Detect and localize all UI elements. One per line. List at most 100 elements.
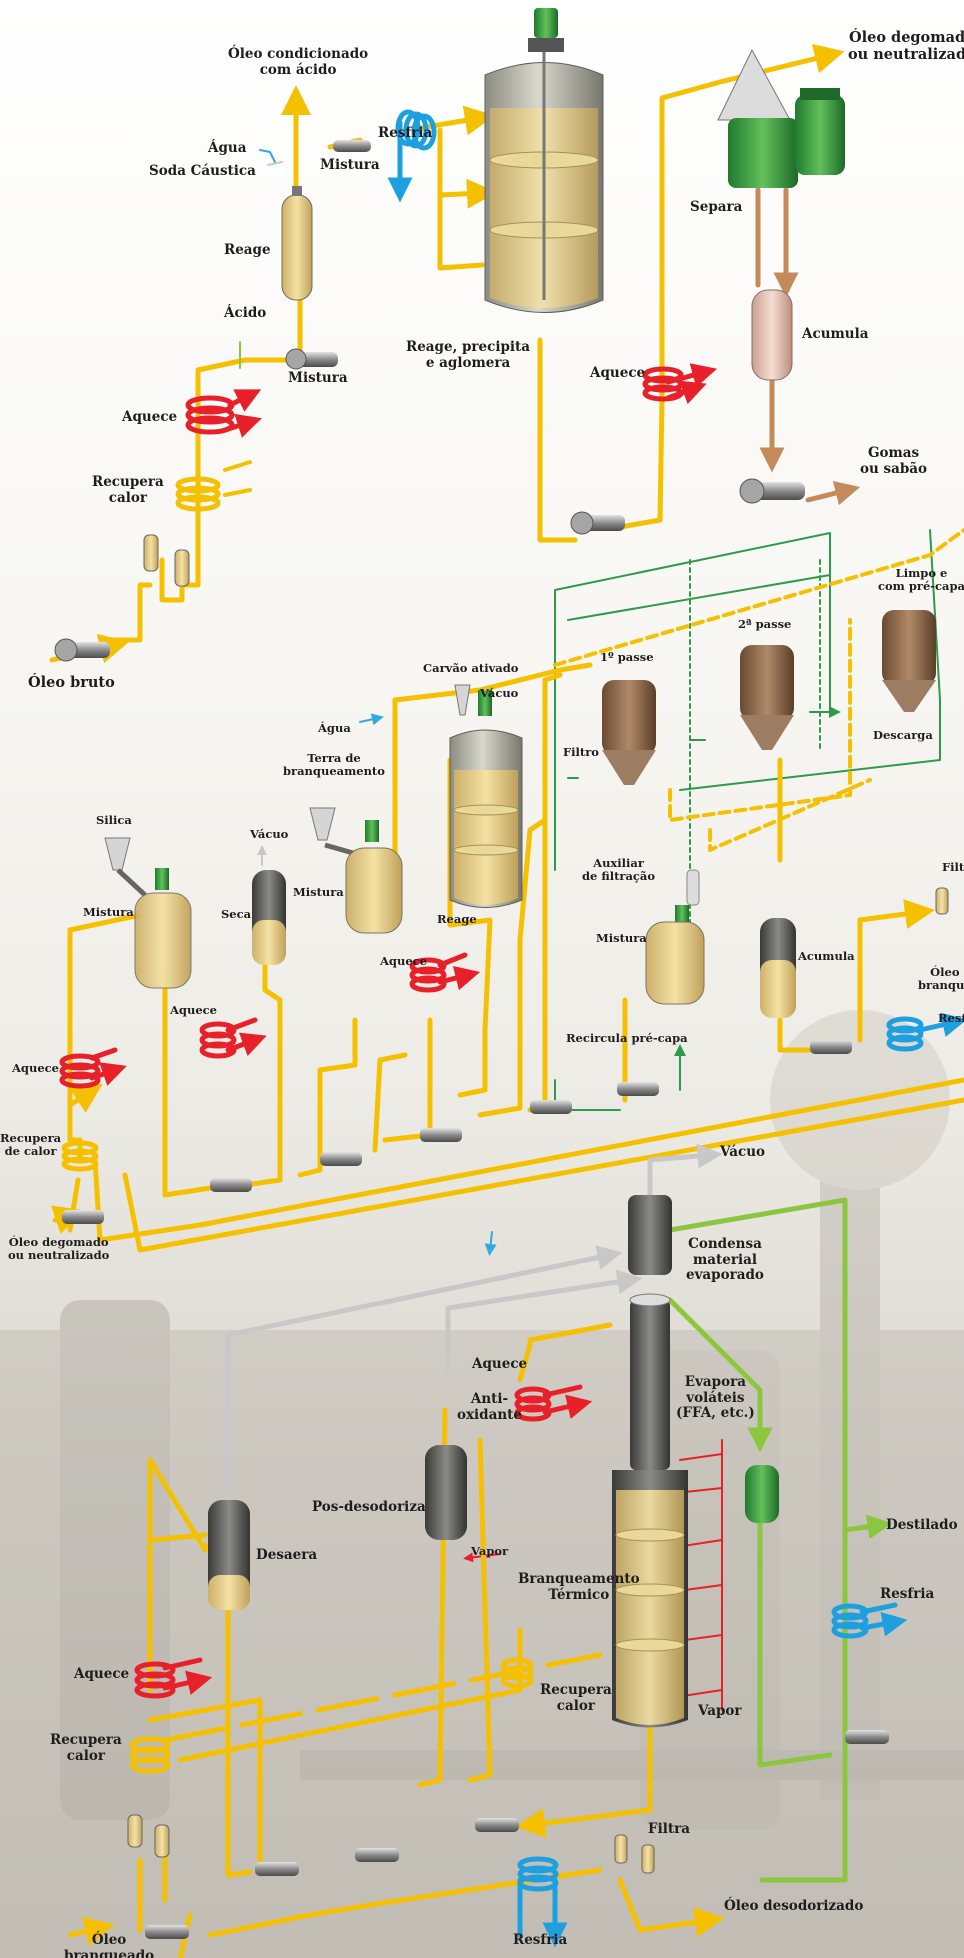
- pump-icon: [54, 638, 110, 662]
- reactor-tank-icon: [484, 8, 604, 313]
- label-passe2: 2ª passe: [738, 617, 792, 631]
- label-mistura-aux: Mistura: [596, 931, 647, 945]
- label-vacuo-seca: Vácuo: [250, 827, 289, 841]
- label-recupera-mid: Recupera calor: [540, 1682, 612, 1714]
- label-oleo-in-bleach: Óleo degomado ou neutralizado: [8, 1235, 110, 1263]
- tank-icon: [751, 289, 793, 381]
- pump-icon: [62, 1210, 104, 1224]
- mixer-icon: [104, 837, 192, 989]
- cooler-coil-icon: [517, 1856, 559, 1892]
- label-mistura-terra: Mistura: [293, 885, 344, 899]
- label-agua: Água: [208, 140, 247, 156]
- label-oleo-in-deod: Óleo branqueado: [64, 1932, 155, 1958]
- label-gomas: Gomas ou sabão: [860, 445, 928, 477]
- label-oleo-degomado-out: Óleo degomado ou neutralizado: [848, 29, 964, 63]
- label-separa: Separa: [690, 199, 743, 215]
- cooler-coil-icon: [831, 1603, 869, 1639]
- cooler-coil-icon: [886, 1016, 924, 1052]
- heat-recovery-icon: [61, 1140, 99, 1172]
- label-mistura-silica: Mistura: [83, 905, 134, 919]
- pump-icon: [617, 1082, 659, 1096]
- heater-coil-icon: [185, 395, 235, 435]
- label-descarga: Descarga: [873, 728, 933, 742]
- heat-recovery-icon: [175, 476, 221, 512]
- label-oleo-desodorizado: Óleo desodorizado: [724, 1898, 864, 1914]
- label-carvao: Carvão ativado: [423, 661, 519, 675]
- label-resfria-right: Resfria: [880, 1586, 935, 1602]
- label-mistura-low: Mistura: [288, 370, 348, 386]
- label-aquece-left: Aquece: [74, 1666, 130, 1682]
- pump-icon: [570, 511, 625, 535]
- label-reage-bleach: Reage: [437, 912, 477, 926]
- label-vacuo-top: Vácuo: [480, 686, 519, 700]
- tank-icon: [281, 186, 313, 301]
- pump-icon: [355, 1848, 399, 1862]
- label-recircula: Recircula pré-capa: [566, 1031, 688, 1045]
- label-filtra-edge: Filtr: [942, 860, 964, 874]
- label-aquece-top: Aquece: [472, 1356, 528, 1372]
- pump-icon: [530, 1100, 572, 1114]
- label-aquece-1: Aquece: [170, 1003, 217, 1017]
- label-vapor-col: Vapor: [698, 1703, 742, 1719]
- label-seca: Seca: [221, 907, 252, 921]
- heater-coil-icon: [642, 366, 684, 402]
- filter-icon: [740, 645, 794, 750]
- label-vacuo: Vácuo: [720, 1144, 766, 1160]
- label-aquece: Aquece: [122, 409, 178, 425]
- mixer-icon: [309, 807, 403, 934]
- tank-icon: [760, 918, 796, 1018]
- pump-icon: [320, 1152, 362, 1166]
- label-aquece-2: Aquece: [380, 954, 427, 968]
- label-aquece-3: Aquece: [12, 1061, 59, 1075]
- label-reage-precipita: Reage, precipita e aglomera: [406, 339, 531, 371]
- heater-coil-icon: [514, 1386, 552, 1422]
- tank-icon: [425, 1445, 467, 1540]
- label-resfria-edge: Resf: [938, 1011, 964, 1025]
- heat-recovery-icon: [129, 1736, 171, 1774]
- heater-coil-icon: [199, 1021, 237, 1059]
- label-condensa: Condensa material evaporado: [686, 1236, 764, 1284]
- filter-icon: [127, 1814, 655, 1874]
- label-acido: Ácido: [224, 305, 267, 321]
- label-oleo-condicionado: Óleo condicionado com ácido: [228, 46, 369, 78]
- label-oleo-branq: Óleo branque: [918, 965, 964, 993]
- label-destilado: Destilado: [886, 1517, 958, 1533]
- heater-coil-icon: [59, 1053, 101, 1089]
- label-resfria: Resfria: [378, 125, 433, 141]
- label-terra: Terra de branqueamento: [283, 751, 385, 779]
- label-acumula-bleach: Acumula: [798, 949, 855, 963]
- label-branqueamento: Branqueamento Térmico: [518, 1571, 640, 1603]
- label-agua-bleach: Água: [318, 721, 351, 735]
- label-vapor-small: Vapor: [471, 1544, 509, 1558]
- label-recupera-left: Recupera calor: [50, 1732, 122, 1764]
- filter-icon: [602, 680, 656, 785]
- filter-icon: [935, 887, 949, 915]
- mixer-icon: [333, 140, 371, 152]
- label-silica: Silica: [96, 813, 132, 827]
- pump-icon: [210, 1178, 252, 1192]
- reactor-tank-icon: [449, 684, 523, 908]
- pump-icon: [739, 478, 805, 504]
- column-icon: [612, 1195, 688, 1728]
- separator-icon: [717, 48, 845, 188]
- pump-icon: [475, 1818, 519, 1832]
- cooler-coil-icon: [395, 109, 437, 151]
- label-pos-desodoriza: Pos-desodoriza: [312, 1499, 426, 1515]
- label-filtra: Filtra: [648, 1821, 690, 1837]
- pump-icon: [420, 1128, 462, 1142]
- filter-icon: [143, 534, 190, 587]
- label-aquece-right: Aquece: [590, 365, 646, 381]
- label-acumula: Acumula: [802, 326, 869, 342]
- label-reage: Reage: [224, 242, 271, 258]
- label-soda-caustica: Soda Cáustica: [149, 163, 256, 179]
- pump-icon: [145, 1925, 189, 1939]
- pump-icon: [810, 1040, 852, 1054]
- label-antioxidante: Anti- oxidante: [457, 1391, 523, 1423]
- mixer-icon: [645, 869, 705, 1005]
- label-oleo-bruto: Óleo bruto: [28, 674, 115, 691]
- label-recupera-bleach: Recupera de calor: [0, 1131, 62, 1159]
- filter-icon: [882, 610, 936, 712]
- pump-icon: [285, 348, 338, 370]
